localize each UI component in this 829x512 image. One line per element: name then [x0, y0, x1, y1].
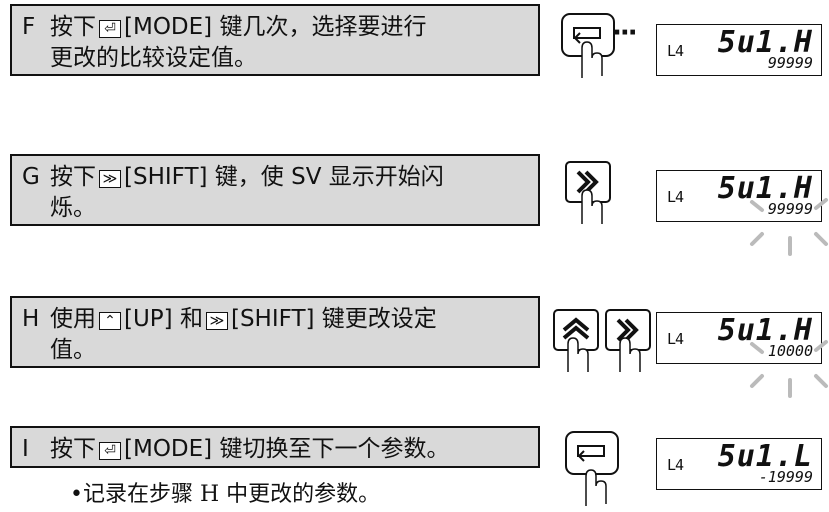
display-label: L4 — [667, 330, 684, 348]
step-letter: H — [22, 306, 40, 332]
step-text: [SHIFT] 键更改设定 — [230, 306, 437, 332]
step-text: 烁。 — [50, 195, 96, 221]
step-text: [MODE] 键切换至下一个参数。 — [124, 436, 450, 462]
step-text: 按下 — [50, 14, 96, 40]
up-button-press-icon — [553, 309, 599, 372]
shift-key-icon: ≫ — [205, 312, 228, 330]
step-letter: F — [22, 14, 36, 40]
display-sub: -19999 — [758, 468, 813, 486]
lcd-display: L4 5u1.H 10000 — [656, 312, 822, 364]
display-sub: 99999 — [767, 54, 813, 72]
display-label: L4 — [667, 456, 684, 474]
display-main: 5u1.L — [717, 439, 813, 474]
step-text: [UP] 和 — [124, 306, 203, 332]
lcd-display: L4 5u1.H 99999 — [656, 170, 822, 222]
step-text: 按下 — [50, 436, 96, 462]
step-g-box: G 按下≫[SHIFT] 键，使 SV 显示开始闪 烁。 — [10, 154, 540, 226]
mode-key-icon: ⏎ — [99, 442, 121, 460]
mode-key-icon: ⏎ — [99, 20, 121, 38]
display-main: 5u1.H — [717, 171, 813, 206]
step-h-box: H 使用⌃[UP] 和≫[SHIFT] 键更改设定 值。 — [10, 296, 540, 368]
shift-button-press-icon — [565, 161, 611, 224]
mode-button-press-icon — [565, 431, 619, 506]
shift-key-icon: ≫ — [99, 170, 121, 188]
up-key-icon: ⌃ — [99, 312, 121, 330]
shift-button-press-icon — [605, 309, 651, 372]
step-text: 按下 — [50, 164, 96, 190]
mode-button-press-icon — [561, 13, 615, 78]
display-sub: 10000 — [767, 342, 813, 360]
blink-rays-icon — [750, 198, 828, 256]
display-label: L4 — [667, 188, 684, 206]
ellipsis: ··· — [612, 18, 638, 48]
step-text: 使用 — [50, 306, 96, 332]
display-main: 5u1.H — [717, 313, 813, 348]
step-text: 值。 — [50, 337, 96, 363]
step-text: 更改的比较设定值。 — [50, 45, 257, 71]
display-main: 5u1.H — [717, 25, 813, 60]
step-letter: G — [22, 164, 40, 190]
lcd-display: L4 5u1.H 99999 — [656, 24, 822, 76]
step-letter: I — [22, 436, 29, 462]
display-label: L4 — [667, 42, 684, 60]
display-sub: 99999 — [767, 200, 813, 218]
lcd-display: L4 5u1.L -19999 — [656, 438, 822, 490]
step-f-box: F 按下⏎[MODE] 键几次，选择要进行 更改的比较设定值。 — [10, 4, 540, 76]
step-note: •记录在步骤 H 中更改的参数。 — [70, 482, 381, 507]
step-text: [SHIFT] 键，使 SV 显示开始闪 — [124, 164, 444, 190]
blink-rays-icon — [750, 340, 828, 398]
step-i-box: I 按下⏎[MODE] 键切换至下一个参数。 — [10, 426, 540, 468]
step-text: [MODE] 键几次，选择要进行 — [124, 14, 427, 40]
